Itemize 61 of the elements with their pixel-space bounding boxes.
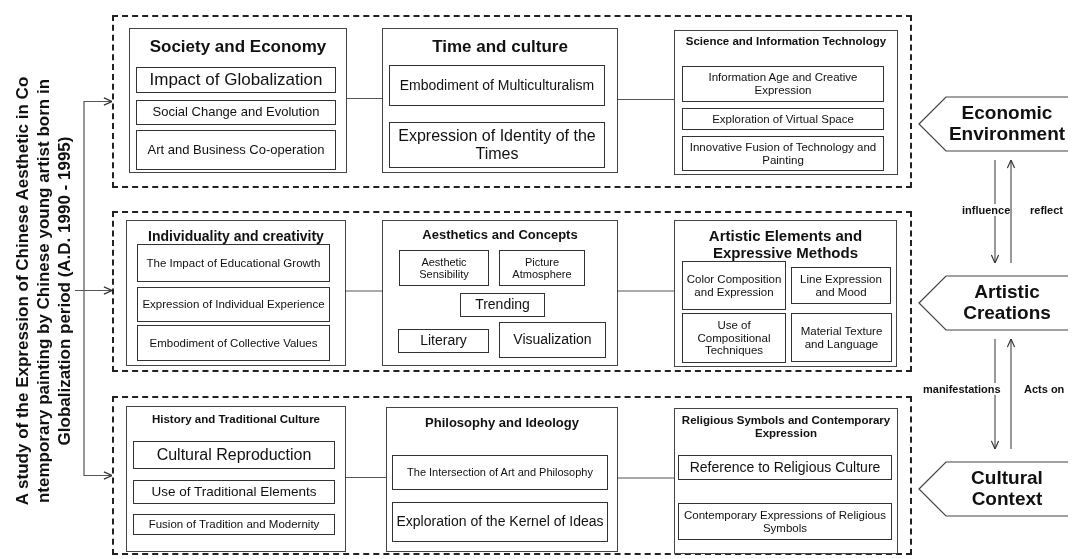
panel-heading: History and Traditional Culture xyxy=(150,413,322,427)
edge-label: influence xyxy=(962,204,1011,216)
item-box: Social Change and Evolution xyxy=(136,100,336,125)
pentagon-label: Cultural Context xyxy=(918,461,1068,517)
item-box: Exploration of Virtual Space xyxy=(682,108,884,130)
edge-label: reflect xyxy=(1030,204,1064,216)
category-panel xyxy=(382,220,618,366)
dashed-group-frame xyxy=(112,15,912,188)
dashed-group-frame xyxy=(112,211,912,372)
category-panel xyxy=(126,220,346,366)
edge-label: Acts on xyxy=(1024,383,1065,395)
panel-heading: Artistic Elements and Expressive Methods xyxy=(707,227,864,262)
item-box: Expression of Individual Experience xyxy=(137,287,330,322)
category-panel xyxy=(382,28,618,173)
item-box: Innovative Fusion of Technology and Painting xyxy=(682,136,884,171)
category-panel xyxy=(674,408,898,554)
item-box: Embodiment of Multiculturalism xyxy=(389,65,605,106)
vertical-title: A study of the Expression of Chinese Aesthetic in Co ntemporary painting by Chinese young artist born in Globalization period (A.D. 1990 - 1995) xyxy=(9,58,75,523)
item-box: Literary xyxy=(398,329,489,353)
dashed-group-frame xyxy=(112,396,912,555)
item-box: Color Composition and Expression xyxy=(682,261,786,310)
item-box: Impact of Globalization xyxy=(136,67,336,93)
panel-heading: Society and Economy xyxy=(148,37,328,57)
item-box: Trending xyxy=(460,293,545,317)
item-box: Exploration of the Kernel of Ideas xyxy=(392,502,608,542)
connector-arrow xyxy=(990,338,1000,450)
item-box: Use of Traditional Elements xyxy=(133,480,335,504)
item-box: Visualization xyxy=(499,322,606,358)
item-box: Picture Atmosphere xyxy=(499,250,585,286)
connector-arrow xyxy=(1006,338,1016,450)
connector-arrow xyxy=(74,289,113,480)
category-panel xyxy=(674,220,897,367)
panel-heading: Religious Symbols and Contemporary Expression xyxy=(680,414,892,441)
pentagon-label: Artistic Creations xyxy=(918,275,1068,331)
category-panel xyxy=(674,30,898,175)
item-box: Expression of Identity of the Times xyxy=(389,122,605,168)
edge-label: manifestations xyxy=(923,383,1001,395)
panel-heading: Aesthetics and Concepts xyxy=(421,228,579,243)
item-box: The Impact of Educational Growth xyxy=(137,244,330,282)
item-box: Information Age and Creative Expression xyxy=(682,66,884,102)
item-box: Contemporary Expressions of Religious Symbols xyxy=(678,503,892,540)
panel-heading: Time and culture xyxy=(431,37,569,57)
panel-heading: Science and Information Technology xyxy=(684,35,888,49)
item-box: Art and Business Co-operation xyxy=(136,130,336,170)
item-box: Cultural Reproduction xyxy=(133,441,335,469)
category-panel xyxy=(126,406,346,552)
item-box: Fusion of Tradition and Modernity xyxy=(133,514,335,535)
item-box: Aesthetic Sensibility xyxy=(399,250,489,286)
item-box: Use of Compositional Techniques xyxy=(682,313,786,363)
category-panel xyxy=(129,28,347,173)
panel-heading: Philosophy and Ideology xyxy=(424,416,580,431)
connector-arrow xyxy=(990,159,1000,264)
item-box: Line Expression and Mood xyxy=(791,267,891,304)
item-box: Material Texture and Language xyxy=(791,313,892,362)
item-box: Reference to Religious Culture xyxy=(678,455,892,480)
connector-arrow xyxy=(1006,159,1016,264)
item-box: The Intersection of Art and Philosophy xyxy=(392,455,608,490)
panel-heading: Individuality and creativity xyxy=(147,228,325,245)
pentagon-label: Economic Environment xyxy=(918,96,1068,152)
item-box: Embodiment of Collective Values xyxy=(137,325,330,361)
category-panel xyxy=(386,407,618,552)
